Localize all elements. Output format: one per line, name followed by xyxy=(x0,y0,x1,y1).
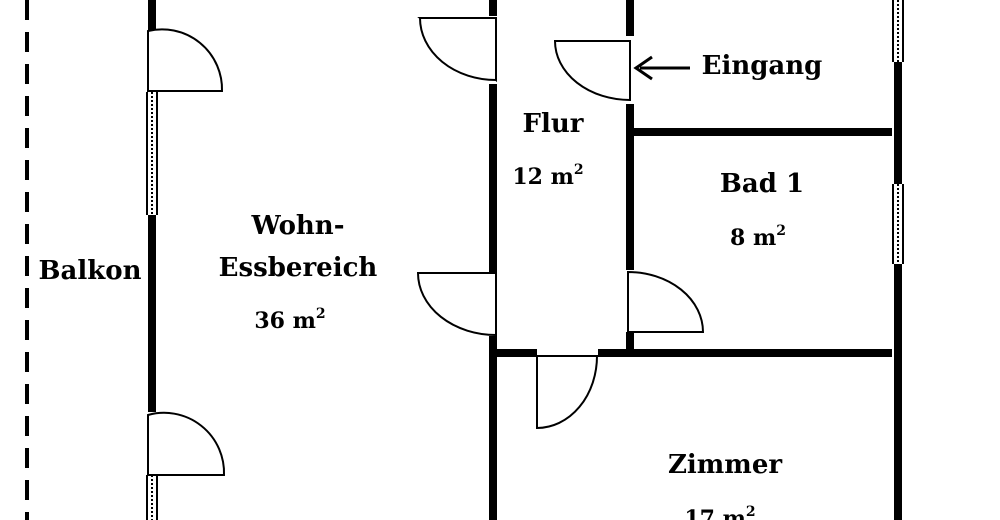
door-living-top xyxy=(417,17,497,83)
door-zimmer xyxy=(536,355,599,430)
label-flur: Flur xyxy=(523,109,584,139)
label-zimmer: Zimmer xyxy=(668,450,782,480)
label-wohn-line1: Wohn- xyxy=(250,211,344,241)
area-bad: 8 m2 xyxy=(730,223,786,251)
entrance-arrow-icon xyxy=(633,55,690,81)
area-wohn: 36 m2 xyxy=(254,306,325,334)
door-bath xyxy=(627,270,705,333)
door-entrance xyxy=(553,40,631,102)
door-living-middle xyxy=(416,272,497,337)
wall-right xyxy=(892,0,904,520)
wall-balcony xyxy=(146,0,158,520)
label-wohn-line2: Essbereich xyxy=(219,253,378,283)
label-bad: Bad 1 xyxy=(720,169,804,199)
door-balcony-bottom xyxy=(147,411,226,476)
label-entrance: Eingang xyxy=(702,51,823,81)
area-flur: 12 m2 xyxy=(512,162,583,190)
door-balcony-top xyxy=(147,28,224,92)
label-balkon: Balkon xyxy=(39,256,142,286)
area-zimmer: 17 m2 xyxy=(684,504,755,520)
